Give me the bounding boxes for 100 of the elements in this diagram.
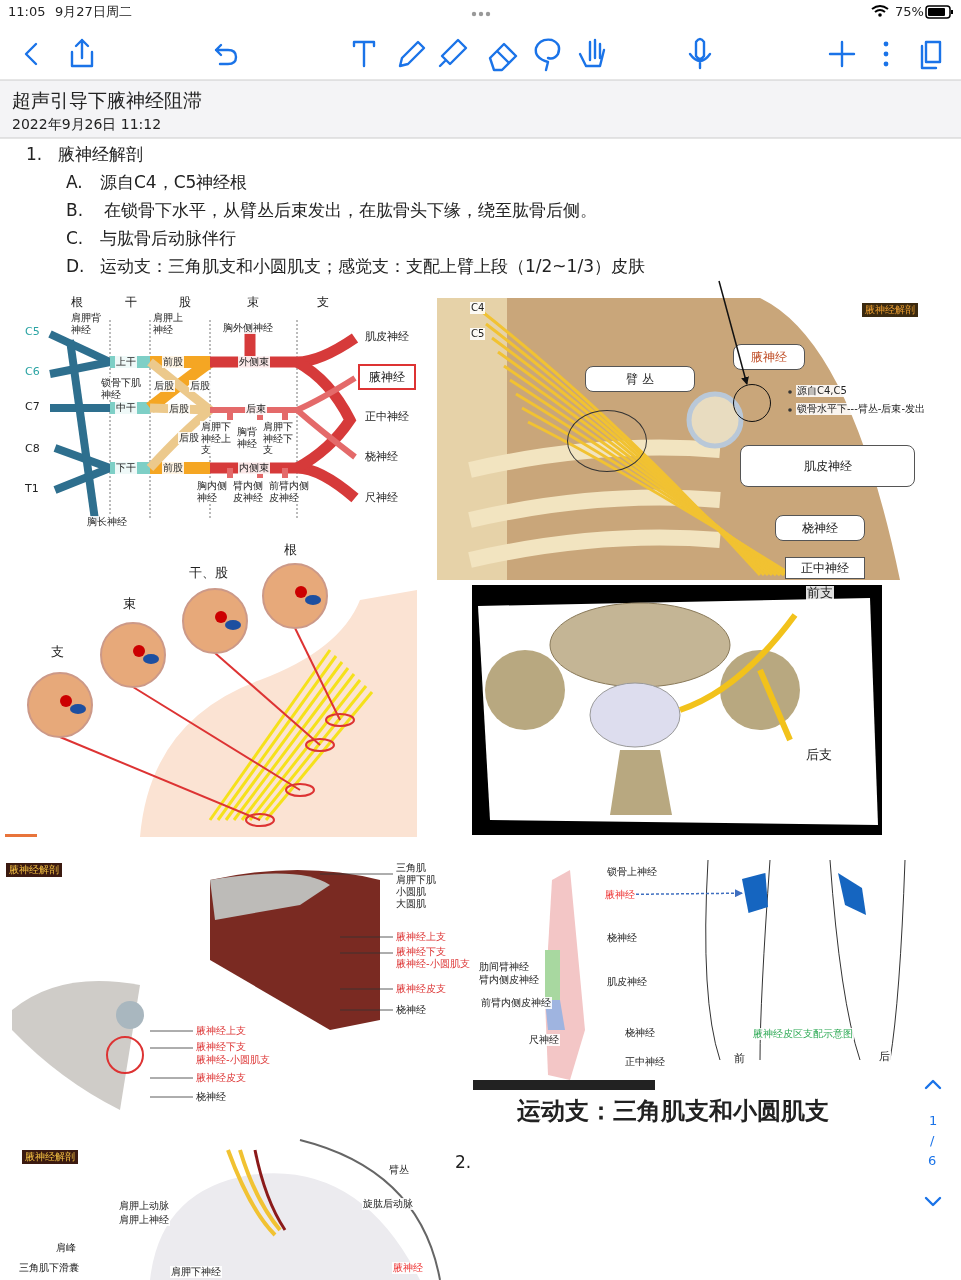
anatomy-label: 大圆肌 [395, 898, 427, 910]
anatomy-label: 下干 [115, 462, 137, 474]
anatomy-label: 小圆肌 [395, 886, 427, 898]
anatomy-label: 支 [316, 296, 330, 310]
anatomy-label: 胸背神经 [236, 426, 260, 449]
anatomy-label: 肩胛下神经 [170, 1266, 222, 1278]
anatomy-label: 外侧束 [238, 356, 270, 368]
anatomy-label: 臂丛 [388, 1164, 410, 1176]
anatomy-label: 旋肱后动脉 [362, 1198, 414, 1210]
anatomy-label: 后股 [178, 432, 200, 444]
anatomy-label: 肩胛下神经上支 [200, 421, 234, 456]
anatomy-label: 束 [246, 296, 260, 310]
outline-item: 腋神经解剖 [58, 145, 143, 165]
slide-badge: 腋神经解剖 [22, 1150, 78, 1164]
anatomy-label: 束 [122, 597, 137, 612]
anatomy-label: 源自C4,C5 [796, 385, 848, 397]
outline-item: 在锁骨下水平，从臂丛后束发出，在肱骨头下缘，绕至肱骨后侧。 [104, 201, 597, 221]
anatomy-label: 干 [124, 296, 138, 310]
anatomy-label: 后股 [189, 380, 211, 392]
anatomy-label: 腋神经皮支 [395, 983, 447, 995]
status-bar-text: 11:05 [8, 5, 46, 20]
anatomy-label: 根 [283, 543, 298, 558]
leader-line [635, 889, 743, 898]
anatomy-label: 肋间臂神经 [478, 961, 530, 973]
anatomy-label: 前 [733, 1053, 746, 1066]
anatomy-label: 腋神经下支 [395, 946, 447, 958]
outline-item: 与肱骨后动脉伴行 [100, 229, 236, 249]
anatomy-label: 中干 [115, 402, 137, 414]
anatomy-label: 腋神经皮支 [195, 1072, 247, 1084]
anatomy-label: 腋神经皮区支配示意图 [752, 1028, 854, 1040]
list-marker: B. [66, 201, 84, 221]
anatomy-label: 后束 [245, 403, 267, 415]
anatomy-label: 腋神经-小圆肌支 [195, 1054, 271, 1066]
anatomy-label: 肩胛上动脉 [118, 1200, 170, 1212]
callout-bubble: 正中神经 [785, 557, 865, 579]
arrow [718, 280, 749, 385]
shaded-region [742, 873, 768, 913]
list-marker: A. [66, 173, 83, 193]
anatomy-label: 腋神经下支 [195, 1041, 247, 1053]
outline-item: 运动支：三角肌支和小圆肌支；感觉支：支配上臂上段（1/2~1/3）皮肤 [100, 257, 645, 277]
anatomy-label: 锁骨下肌神经 [100, 377, 144, 400]
anatomy-label: 肩胛上神经 [152, 312, 186, 335]
anatomy-label: 桡神经 [395, 1004, 427, 1016]
slide-badge: 腋神经解剖 [6, 863, 62, 877]
callout-bubble: 腋神经 [733, 344, 805, 370]
anatomy-label: 前臂内侧皮神经 [268, 480, 312, 503]
anatomy-label: 臂内侧皮神经 [478, 974, 540, 986]
callout-bubble: 肌皮神经 [740, 445, 915, 487]
note-title: 超声引导下腋神经阻滞 [12, 90, 202, 112]
note-date: 2022年9月26日 11:12 [12, 116, 162, 133]
anatomy-label: 锁骨上神经 [606, 866, 658, 878]
anatomy-label: 肩胛下神经下支 [262, 421, 296, 456]
list-marker: C. [66, 229, 84, 249]
anatomy-label: 腋神经上支 [395, 931, 447, 943]
anatomy-label: 尺神经 [528, 1034, 560, 1046]
status-bar-text: 75% [895, 5, 924, 20]
anatomy-label: 桡神经 [195, 1091, 227, 1103]
anatomy-label: 肩胛背神经 [70, 312, 104, 335]
anatomy-label: 前股 [162, 356, 184, 368]
anatomy-label: 股 [178, 296, 192, 310]
anatomy-label: 干、股 [188, 566, 229, 581]
anatomy-label: 胸外侧神经 [222, 322, 274, 334]
anatomy-label: 肌皮神经 [606, 976, 648, 988]
anatomy-label: 肩胛下肌 [395, 874, 437, 886]
anatomy-label: 胸长神经 [86, 516, 128, 528]
list-marker: 1. [26, 145, 43, 165]
callout-bubble: 桡神经 [775, 515, 865, 541]
anatomy-label: 桡神经 [606, 932, 638, 944]
anatomy-label: 前股 [162, 462, 184, 474]
anatomy-label: 锁骨水平下---臂丛-后束-发出 [796, 403, 927, 415]
anatomy-label: 支 [50, 645, 65, 660]
page-indicator: / [930, 1134, 935, 1149]
anatomy-label: C5 [470, 328, 486, 340]
anatomy-label: 腋神经上支 [195, 1025, 247, 1037]
anatomy-label: 后股 [168, 403, 190, 415]
list-marker: D. [66, 257, 85, 277]
status-bar-text: 9月27日周二 [55, 5, 132, 20]
anatomy-label: 上干 [115, 356, 137, 368]
anatomy-label: 正中神经 [364, 411, 410, 424]
anatomy-label: 前臂内侧皮神经 [480, 997, 552, 1009]
anatomy-label: 腋神经 [392, 1262, 424, 1274]
label-box: 腋神经 [358, 364, 416, 390]
anatomy-label: 三角肌 [395, 862, 427, 874]
anatomy-label: 后 [878, 1051, 891, 1064]
anatomy-label: 腋神经-小圆肌支 [395, 958, 471, 970]
anatomy-label: 腋神经 [604, 887, 636, 902]
anatomy-label: 臂内侧皮神经 [232, 480, 266, 503]
list-marker: 2. [455, 1153, 472, 1173]
slide-badge: 腋神经解剖 [862, 303, 918, 317]
anatomy-label: 后支 [805, 748, 833, 763]
outline-item: 源自C4，C5神经根 [100, 173, 248, 193]
anatomy-label: 桡神经 [624, 1027, 656, 1039]
anatomy-label: 肩胛上神经 [118, 1214, 170, 1226]
anatomy-label: 根 [70, 296, 84, 310]
anatomy-label: 尺神经 [364, 492, 399, 505]
handwritten-note: 运动支：三角肌支和小圆肌支 [517, 1098, 829, 1126]
anatomy-label: 肩峰 [55, 1242, 77, 1254]
anatomy-label: 后股 [153, 380, 175, 392]
anatomy-label: 胸内侧神经 [196, 480, 230, 503]
page-indicator: 6 [928, 1154, 937, 1169]
